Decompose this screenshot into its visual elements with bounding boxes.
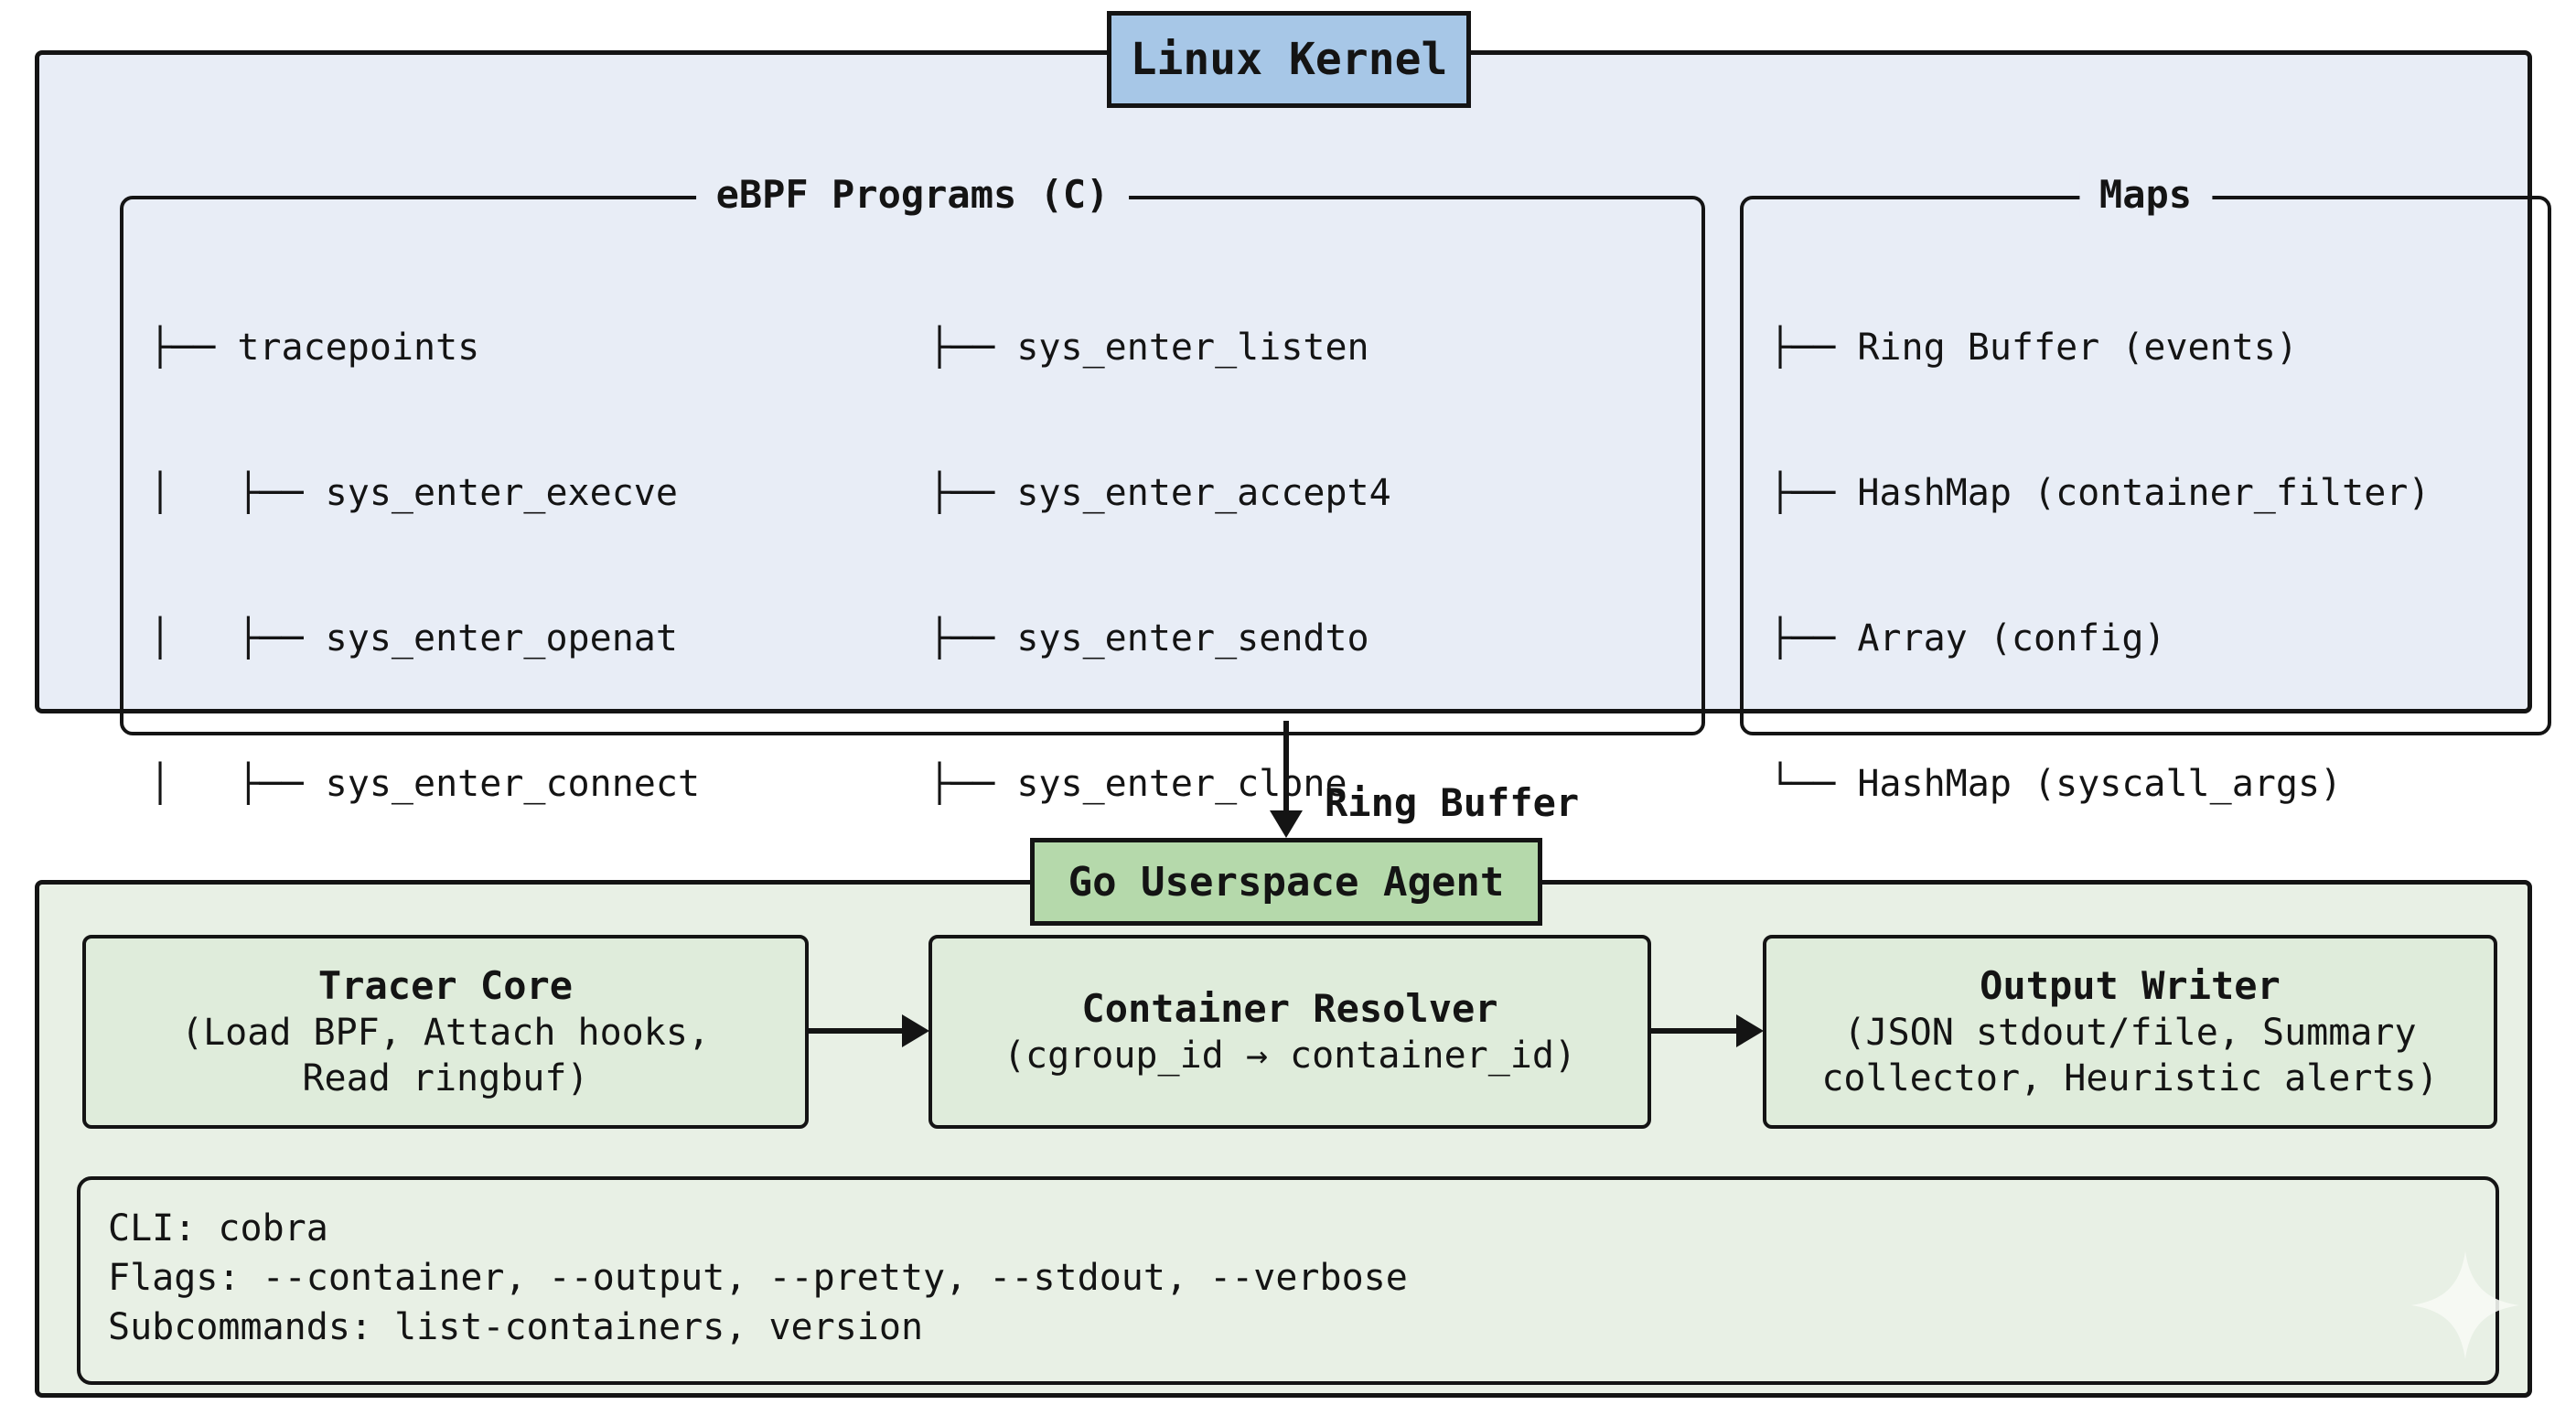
output-writer-title: Output Writer xyxy=(1980,963,2281,1008)
ebpf-programs-title: eBPF Programs (C) xyxy=(695,172,1130,217)
tracer-core-detail: Read ringbuf) xyxy=(302,1057,589,1099)
tree-item: ├── sys_enter_listen xyxy=(928,327,1369,369)
cli-line: CLI: cobra xyxy=(108,1207,328,1249)
ringbuffer-arrow-head-icon xyxy=(1270,810,1303,838)
tree-item: ├── sys_enter_accept4 xyxy=(928,472,1391,514)
tree-item: ├── Ring Buffer (events) xyxy=(1769,327,2298,369)
maps-title: Maps xyxy=(2078,172,2213,217)
ebpf-programs-box: eBPF Programs (C) ├── tracepoints │ ├── … xyxy=(120,172,1705,1387)
cli-line: Subcommands: list-containers, version xyxy=(108,1306,924,1348)
maps-box: Maps ├── Ring Buffer (events) ├── HashMa… xyxy=(1740,172,2551,805)
tracer-core-title: Tracer Core xyxy=(317,963,574,1008)
tree-item: ├── Array (config) xyxy=(1769,617,2166,660)
container-resolver-title: Container Resolver xyxy=(1081,986,1498,1031)
maps-tree-column: ├── Ring Buffer (events) ├── HashMap (co… xyxy=(1769,227,2430,906)
tree-item: │ ├── sys_enter_connect xyxy=(149,763,701,805)
output-writer-detail: (JSON stdout/file, Summary xyxy=(1843,1012,2417,1054)
tracer-to-resolver-arrow-head-icon xyxy=(902,1014,929,1047)
cli-box: CLI: cobra Flags: --container, --output,… xyxy=(77,1176,2499,1385)
go-userspace-agent-title: Go Userspace Agent xyxy=(1030,838,1542,926)
ringbuffer-arrow-line xyxy=(1283,721,1289,814)
tree-item: ├── tracepoints xyxy=(149,327,480,369)
tracer-core-detail: (Load BPF, Attach hooks, xyxy=(181,1012,710,1054)
output-writer-box: Output Writer (JSON stdout/file, Summary… xyxy=(1763,935,2497,1129)
container-resolver-box: Container Resolver (cgroup_id → containe… xyxy=(928,935,1651,1129)
tree-item: └── HashMap (syscall_args) xyxy=(1769,763,2343,805)
tree-item: ├── sys_enter_clone xyxy=(928,763,1347,805)
sparkle-icon xyxy=(2411,1251,2519,1359)
resolver-to-writer-arrow-line xyxy=(1651,1028,1739,1034)
tracer-core-box: Tracer Core (Load BPF, Attach hooks, Rea… xyxy=(82,935,809,1129)
tree-item: ├── HashMap (container_filter) xyxy=(1769,472,2431,514)
linux-kernel-section: eBPF Programs (C) ├── tracepoints │ ├── … xyxy=(35,50,2551,1387)
resolver-to-writer-arrow-head-icon xyxy=(1736,1014,1764,1047)
linux-kernel-title: Linux Kernel xyxy=(1107,11,1471,108)
tree-item: ├── sys_enter_sendto xyxy=(928,617,1369,660)
ringbuffer-arrow-label: Ring Buffer xyxy=(1325,780,1580,825)
container-resolver-detail: (cgroup_id → container_id) xyxy=(1003,1035,1577,1077)
output-writer-detail: collector, Heuristic alerts) xyxy=(1821,1057,2439,1099)
tree-item: │ ├── sys_enter_execve xyxy=(149,472,678,514)
cli-line: Flags: --container, --output, --pretty, … xyxy=(108,1257,1408,1299)
tree-item: │ ├── sys_enter_openat xyxy=(149,617,678,660)
tracer-to-resolver-arrow-line xyxy=(809,1028,904,1034)
